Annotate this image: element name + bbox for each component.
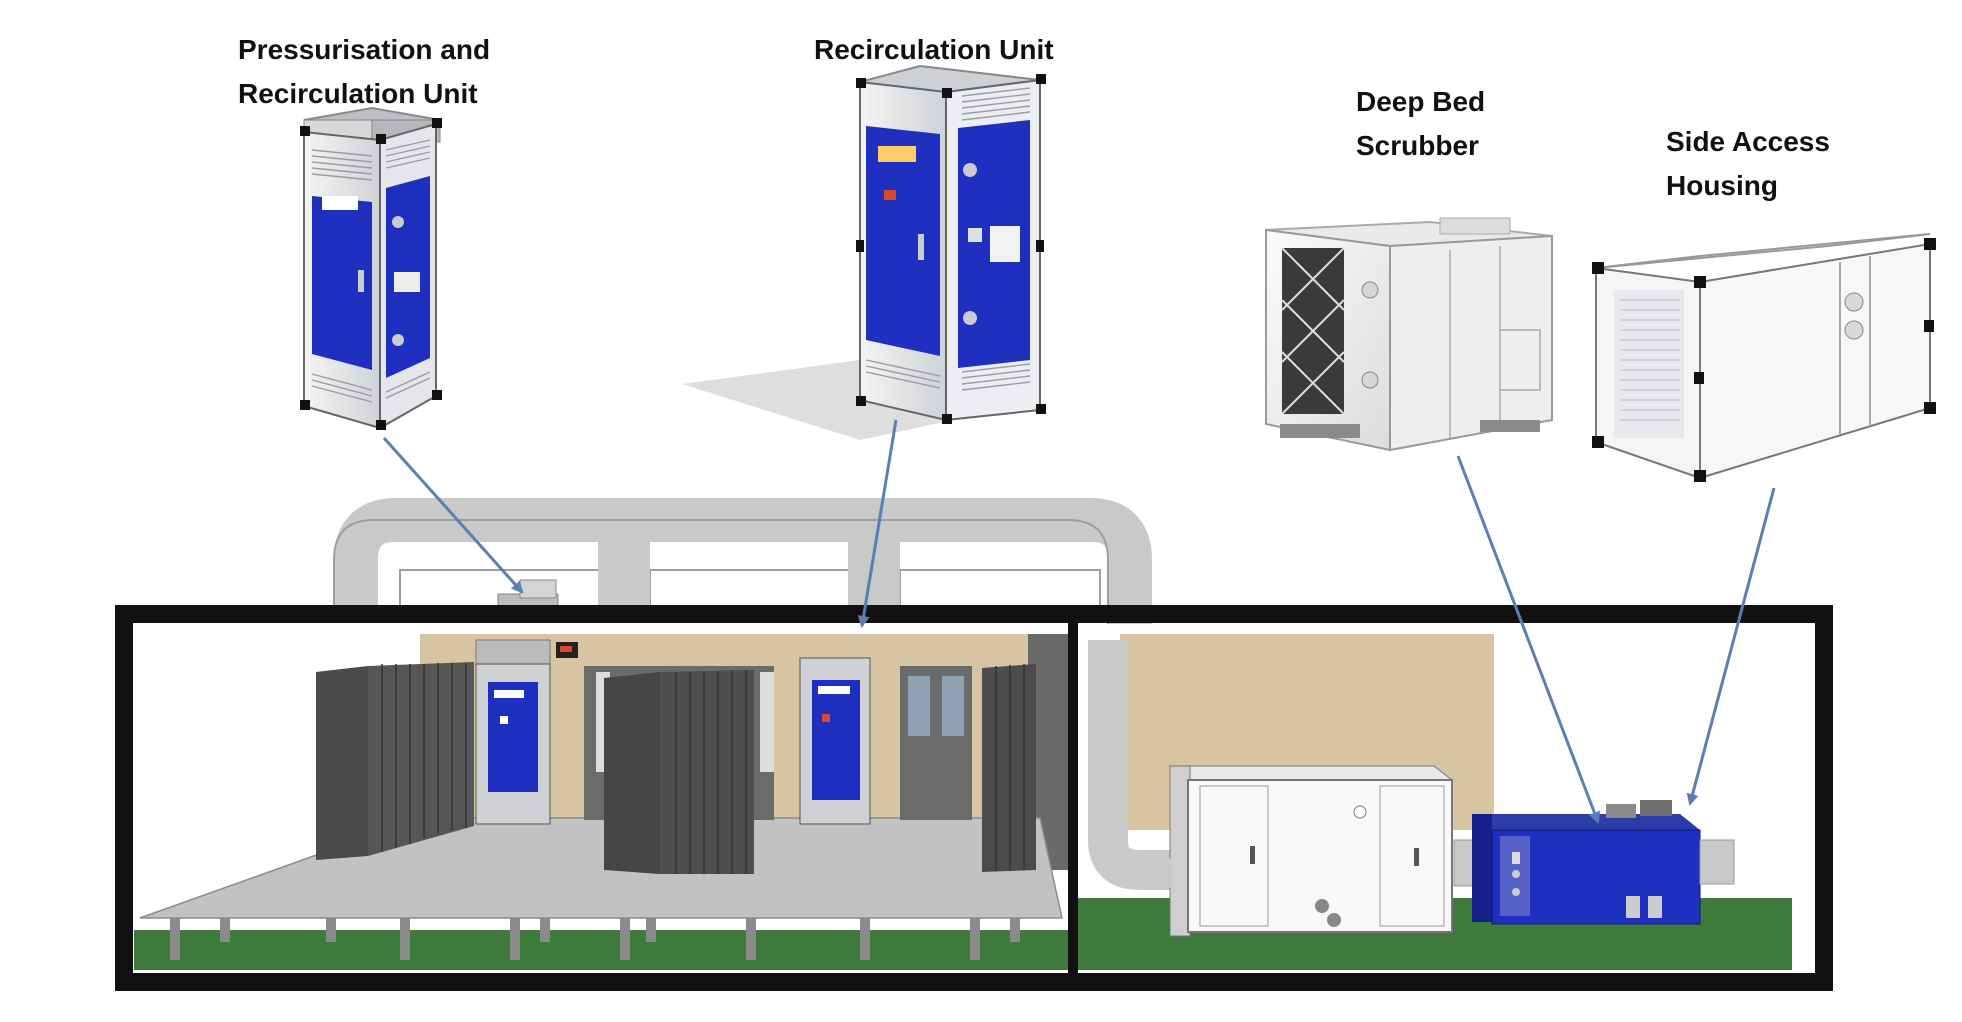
container (115, 605, 1833, 991)
arrow-icon (382, 436, 524, 594)
label-line: Side Access (1666, 126, 1830, 157)
arrow-icon (1686, 487, 1776, 806)
label-side-access-housing: Side Access Housing (1666, 120, 1830, 208)
rack-bank-right (900, 664, 1036, 872)
deep-bed-scrubber-illustration (1265, 217, 1553, 452)
label-line: Pressurisation and (238, 34, 491, 65)
arrows (382, 419, 1776, 824)
in-room-deep-bed-scrubber (1152, 765, 1454, 937)
in-room-side-access-housing (1472, 800, 1735, 925)
label-line: Scrubber (1356, 130, 1479, 161)
arrow-icon (1456, 455, 1601, 824)
side-access-housing-illustration (1592, 233, 1936, 482)
in-room-recirculation-unit (799, 657, 871, 825)
label-line: Recirculation Unit (238, 78, 478, 109)
rack-bank-left (316, 662, 474, 860)
label-pressurisation-unit: Pressurisation and Recirculation Unit (238, 28, 490, 116)
label-deep-bed-scrubber: Deep Bed Scrubber (1356, 80, 1485, 168)
pressurisation-unit-illustration (300, 106, 442, 430)
label-line: Deep Bed (1356, 86, 1486, 117)
label-line: Housing (1666, 170, 1778, 201)
arrow-icon (857, 419, 898, 628)
rack-bank-middle (584, 666, 774, 874)
label-recirculation-unit: Recirculation Unit (814, 28, 1054, 72)
in-room-pressurisation-unit (475, 639, 551, 825)
recirculation-unit-illustration (682, 64, 1046, 440)
label-line: Recirculation Unit (814, 34, 1054, 65)
